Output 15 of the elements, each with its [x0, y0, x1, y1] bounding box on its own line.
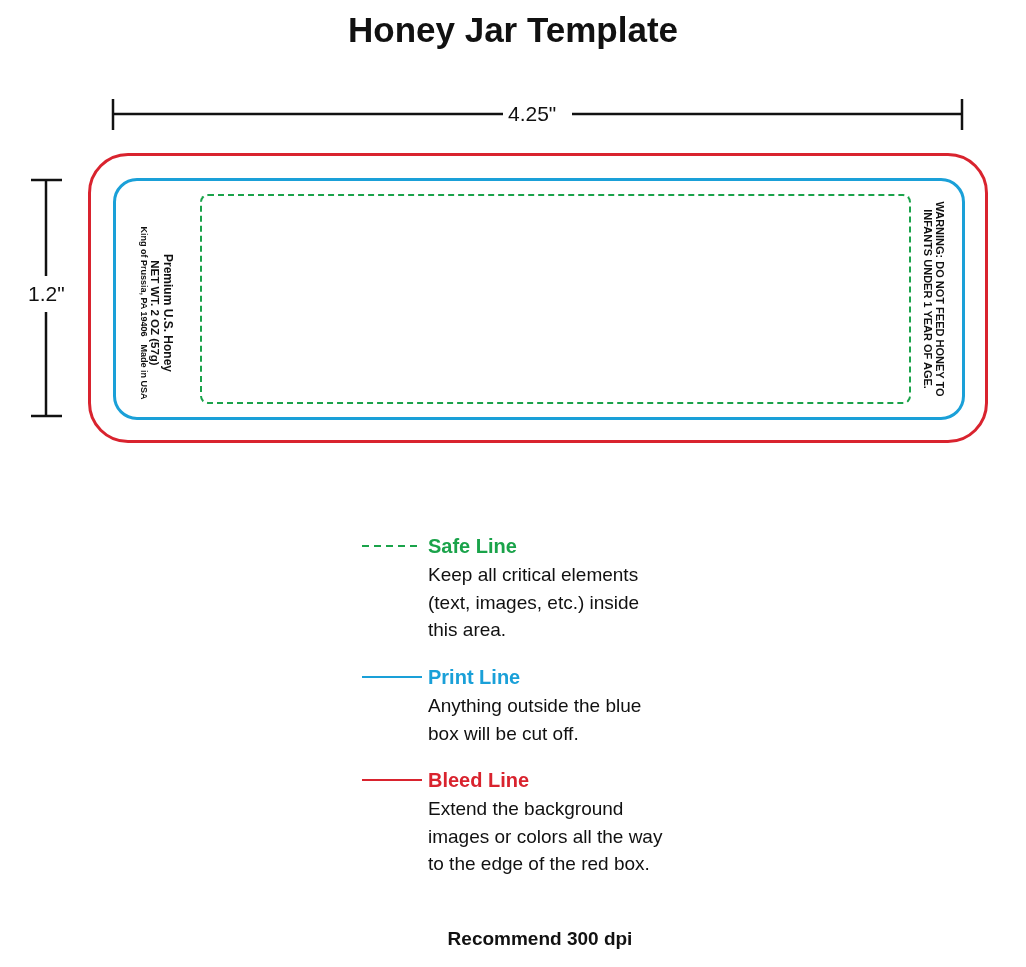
label-text: NET WT. 2 OZ (57g) — [148, 260, 161, 366]
legend-description: Extend the background images or colors all the way to the edge of the red box. — [428, 797, 664, 876]
label-text: King of Prussia, PA 19406 — [139, 226, 150, 337]
legend-label: Bleed Line — [428, 769, 530, 792]
legend-label: Print Line — [428, 666, 521, 689]
note-text: Recommend 300 dpi — [446, 928, 634, 950]
title: Honey Jar Template — [347, 10, 679, 50]
legend-label: Safe Line — [428, 535, 517, 558]
label-text: Made in USA — [139, 344, 150, 400]
label-text: Premium U.S. Honey — [160, 254, 175, 372]
dimension-label: 1.2" — [28, 282, 65, 306]
dimension-label: 4.25" — [508, 102, 557, 126]
warning-text: WARNING: DO NOT FEED HONEY TO INFANTS UNDER 1 YEAR OF AGE. — [922, 201, 947, 397]
legend-description: Anything outside the blue box will be cut off. — [428, 694, 643, 746]
legend-description: Keep all critical elements (text, images, etc.) inside this area. — [428, 563, 641, 642]
